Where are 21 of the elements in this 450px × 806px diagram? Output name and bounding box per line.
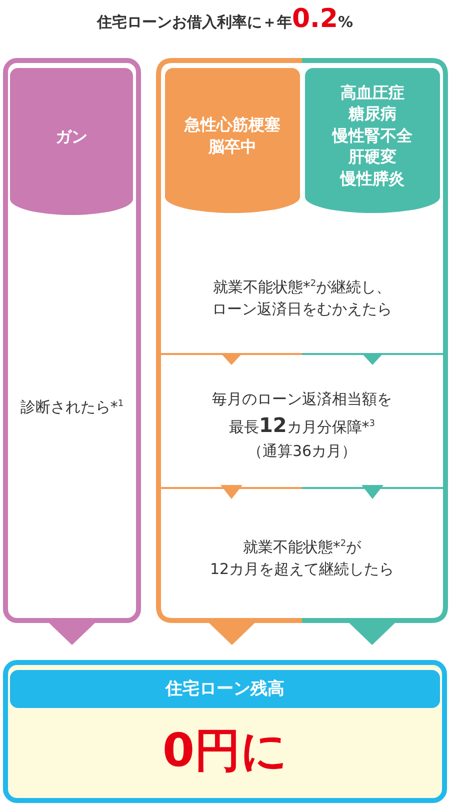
category-header <box>10 68 133 215</box>
condition-text: 診断されたら*$^{1}$ <box>20 398 124 416</box>
balance-value: 0円に <box>162 722 288 779</box>
category-label: 急性心筋梗塞脳卒中 <box>184 114 280 158</box>
title: 住宅ローンお借入利率に＋年0.2% <box>96 4 354 34</box>
condition-text: 就業不能状態*$^{2}$が継続し、ローン返済日をむかえたら <box>212 276 392 320</box>
category-header <box>165 68 300 213</box>
category-label: ガン <box>56 126 88 148</box>
condition-panel <box>156 58 448 623</box>
category-label: 高血圧症糖尿病慢性腎不全肝硬変慢性膵炎 <box>332 82 412 190</box>
condition-text: 毎月のローン返済相当額を最長12カ月分保障*$^{3}$（通算36カ月） <box>212 388 392 462</box>
category-header <box>305 68 440 213</box>
arrow <box>362 353 384 365</box>
column-box <box>3 58 141 623</box>
result-box <box>3 660 447 803</box>
arrow <box>220 485 242 499</box>
arrow <box>362 485 384 499</box>
arrow <box>46 620 98 645</box>
heading-band: 住宅ローン残高 <box>10 670 440 708</box>
condition-text: 就業不能状態*$^{2}$が12カ月を超えて継続したら <box>210 536 394 580</box>
arrow <box>220 353 242 365</box>
